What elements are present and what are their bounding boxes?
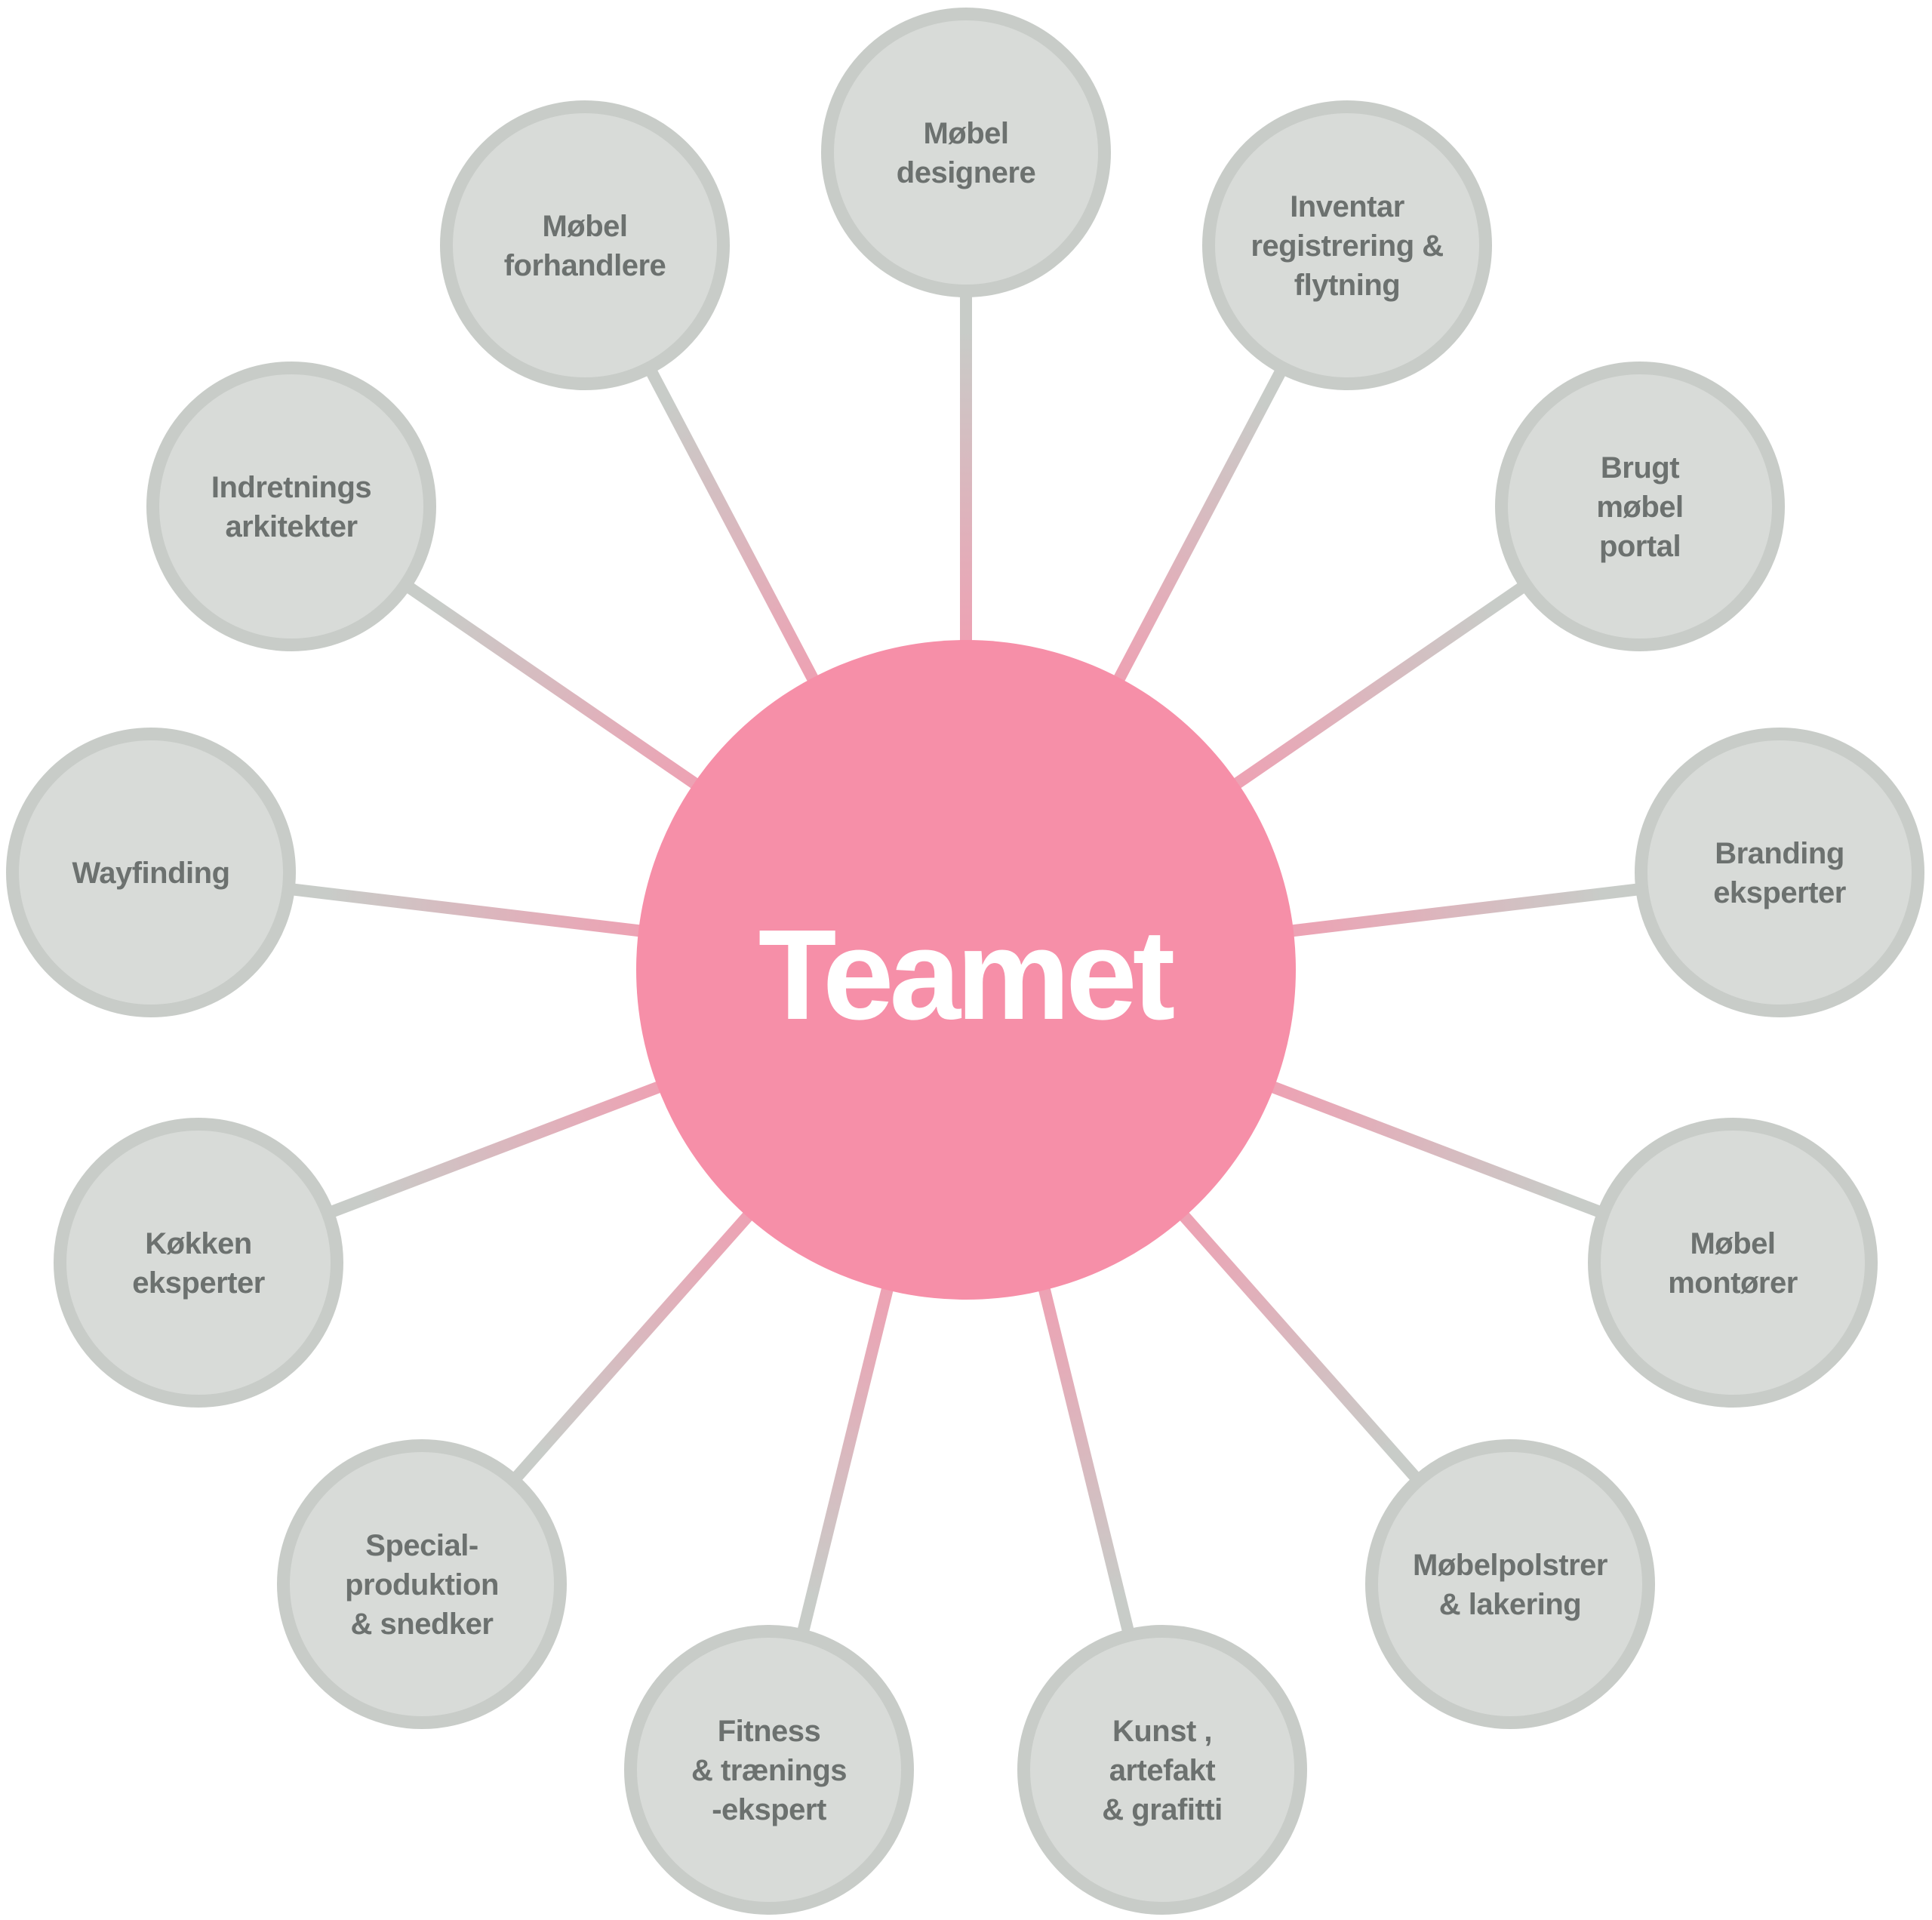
node-mobelpolstrer: Møbelpolstrer & lakering — [1365, 1439, 1655, 1729]
connector-kokken — [328, 1078, 667, 1218]
connector-wayfinding — [291, 883, 647, 938]
node-brugt-mobel: Brugt møbel portal — [1495, 362, 1785, 651]
node-label-inventar-line-3: flytning — [1294, 269, 1400, 302]
node-circle-mobel-forhandlere — [440, 100, 730, 390]
node-wayfinding: Wayfinding — [6, 728, 296, 1017]
node-circle-branding — [1635, 728, 1924, 1017]
node-label-kunst-line-3: & grafitti — [1102, 1793, 1222, 1826]
node-circle-fitness — [624, 1625, 914, 1915]
connector-lines — [291, 294, 1640, 1634]
connector-fitness — [797, 1281, 895, 1634]
node-special: Special-produktion & snedker — [277, 1439, 567, 1729]
center-label: Teamet — [758, 903, 1174, 1047]
node-label-branding-line-1: Branding — [1715, 837, 1844, 870]
node-label-brugt-mobel-line-2: møbel — [1596, 491, 1683, 524]
center-node: Teamet — [636, 640, 1296, 1300]
node-label-mobel-forhandlere-line-2: forhandlere — [504, 249, 666, 282]
node-label-special-line-1: Special- — [365, 1529, 478, 1562]
connector-mobel-forhandlere — [645, 368, 822, 688]
node-label-special-line-2: produktion — [345, 1568, 499, 1602]
node-label-inventar-line-1: Inventar — [1290, 190, 1404, 223]
node-circle-mobel-designere — [821, 8, 1111, 297]
node-label-mobel-montorer-line-2: montører — [1668, 1266, 1798, 1300]
node-circle-mobel-montorer — [1588, 1118, 1878, 1408]
node-kunst: Kunst , artefakt & grafitti — [1017, 1625, 1307, 1915]
node-label-fitness-line-1: Fitness — [718, 1715, 821, 1748]
node-kokken: Køkken eksperter — [54, 1118, 343, 1408]
connector-inventar — [1110, 368, 1287, 688]
node-circle-kunst — [1017, 1625, 1307, 1915]
connector-mobelpolstrer — [1175, 1207, 1421, 1482]
node-label-mobel-designere-line-2: designere — [897, 156, 1035, 189]
node-label-indretnings-line-1: Indretnings — [211, 471, 371, 504]
node-circle-inventar — [1202, 100, 1492, 390]
node-label-mobel-forhandlere-line-1: Møbel — [542, 210, 627, 243]
node-indretnings: Indretnings arkitekter — [146, 362, 436, 651]
node-circle-mobelpolstrer — [1365, 1439, 1655, 1729]
node-label-brugt-mobel-line-1: Brugt — [1601, 451, 1679, 485]
node-label-kunst-line-1: Kunst , — [1112, 1715, 1212, 1748]
node-label-fitness-line-3: -ekspert — [712, 1793, 826, 1826]
node-label-mobelpolstrer-line-2: & lakering — [1439, 1588, 1581, 1621]
node-label-kokken-line-2: eksperter — [132, 1266, 265, 1300]
node-inventar: Inventar registrering & flytning — [1202, 100, 1492, 390]
node-circle-indretnings — [146, 362, 436, 651]
connector-brugt-mobel — [1228, 581, 1527, 792]
node-mobel-montorer: Møbel montører — [1588, 1118, 1878, 1408]
connector-indretnings — [405, 581, 704, 792]
node-label-special-line-3: & snedker — [351, 1608, 494, 1641]
node-label-kunst-line-2: artefakt — [1109, 1754, 1216, 1787]
node-label-kokken-line-1: Køkken — [145, 1227, 252, 1260]
node-label-mobelpolstrer-line-1: Møbelpolstrer — [1413, 1549, 1607, 1582]
node-mobel-forhandlere: Møbel forhandlere — [440, 100, 730, 390]
node-fitness: Fitness & trænings -ekspert — [624, 1625, 914, 1915]
node-label-brugt-mobel-line-3: portal — [1599, 530, 1681, 563]
connector-mobel-montorer — [1265, 1078, 1603, 1218]
node-circle-brugt-mobel — [1495, 362, 1785, 651]
node-mobel-designere: Møbel designere — [821, 8, 1111, 297]
node-label-indretnings-line-2: arkitekter — [225, 510, 357, 543]
node-label-mobel-montorer-line-1: Møbel — [1690, 1227, 1775, 1260]
node-label-wayfinding-line-1: Wayfinding — [72, 857, 229, 890]
center-circle — [636, 640, 1296, 1300]
node-label-inventar-line-2: registrering & — [1251, 229, 1443, 263]
node-label-branding-line-2: eksperter — [1713, 876, 1846, 909]
node-circle-special — [277, 1439, 567, 1729]
node-circle-wayfinding — [6, 728, 296, 1017]
node-branding: Branding eksperter — [1635, 728, 1924, 1017]
node-circle-kokken — [54, 1118, 343, 1408]
node-label-fitness-line-2: & trænings — [691, 1754, 847, 1787]
node-label-mobel-designere-line-1: Møbel — [923, 117, 1008, 150]
connector-branding — [1285, 883, 1640, 938]
connector-special — [511, 1207, 757, 1482]
connector-kunst — [1036, 1281, 1134, 1634]
